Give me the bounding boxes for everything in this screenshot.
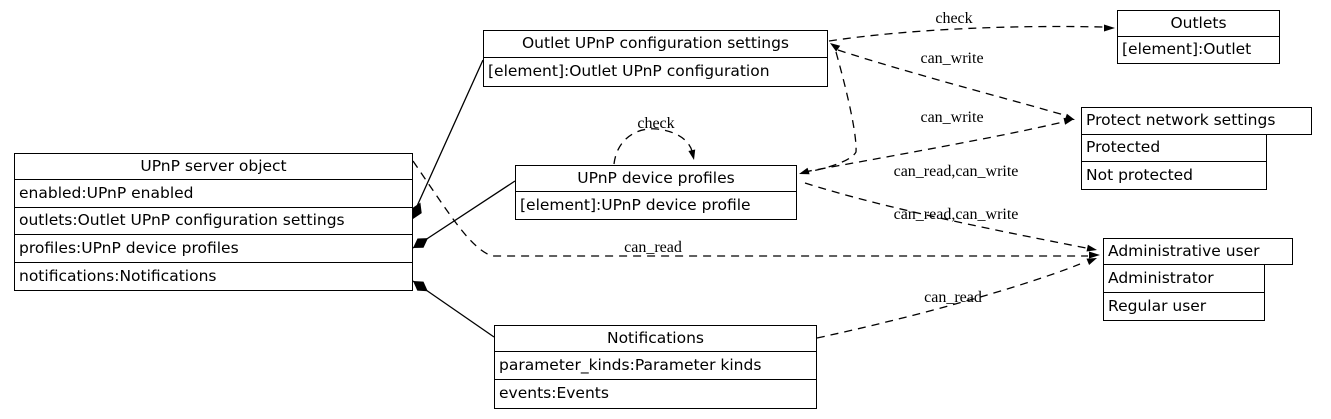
line-server-to-profiles <box>412 180 516 249</box>
arrowhead-into-profiles <box>799 167 810 175</box>
edge-label-can-write-upper: can_write <box>920 50 984 67</box>
edge-check-outlets <box>828 25 1105 42</box>
edge-label-check-outlets: check <box>935 10 973 27</box>
node-title: UPnP device profiles <box>515 165 797 192</box>
arrowhead-self-loop <box>688 149 696 160</box>
node-row: outlets:Outlet UPnP configuration settin… <box>14 206 413 235</box>
arrowhead-into-admin-1 <box>1086 244 1097 252</box>
node-row: events:Events <box>494 379 817 409</box>
node-row: Not protected <box>1081 161 1267 190</box>
node-title: Administrative user <box>1103 238 1293 265</box>
node-row: [element]:Outlet UPnP configuration <box>483 56 828 87</box>
node-row: Administrator <box>1103 263 1265 293</box>
edge-label-can-read-write-lower: can_read,can_write <box>893 206 1019 223</box>
node-title: Protect network settings <box>1081 107 1312 135</box>
node-row: [element]:UPnP device profile <box>515 190 797 220</box>
edge-label-can-write-lower: can_write <box>920 109 984 126</box>
node-title: Outlets <box>1117 10 1280 37</box>
node-title: Outlet UPnP configuration settings <box>483 30 828 58</box>
node-outlets: Outlets [element]:Outlet <box>1117 10 1280 64</box>
edge-label-can-read-write-upper: can_read,can_write <box>893 163 1019 180</box>
edge-label-check-self: check <box>637 115 675 132</box>
node-row: enabled:UPnP enabled <box>14 178 413 208</box>
arrowhead-into-protect-2 <box>1063 117 1074 125</box>
edge-can-read-write-lower <box>804 182 1087 249</box>
edge-label-can-read-server: can_read <box>624 239 682 256</box>
node-administrative-user: Administrative user Administrator Regula… <box>1103 238 1293 321</box>
node-row: [element]:Outlet <box>1117 35 1280 64</box>
node-notifications: Notifications parameter_kinds:Parameter … <box>494 325 817 409</box>
node-outlet-upnp-configuration-settings: Outlet UPnP configuration settings [elem… <box>483 30 828 87</box>
arrowhead-into-admin-2 <box>1089 251 1100 259</box>
node-title: UPnP server object <box>14 153 413 180</box>
arrowhead-into-outlets <box>1104 24 1115 32</box>
node-row: notifications:Notifications <box>14 261 413 291</box>
edge-check-self-loop <box>613 128 693 165</box>
node-protect-network-settings: Protect network settings Protected Not p… <box>1081 107 1312 190</box>
node-row: profiles:UPnP device profiles <box>14 233 413 263</box>
line-server-to-outlet-config <box>412 59 484 216</box>
edge-label-can-read-notifications: can_read <box>924 289 982 306</box>
diamond-notifications-relation <box>413 281 428 292</box>
node-title: Notifications <box>494 325 817 352</box>
diamond-profiles-relation <box>413 238 428 248</box>
node-row: Regular user <box>1103 291 1265 321</box>
edge-can-read-write-upper <box>803 121 1064 173</box>
edge-outlet-profiles-connector <box>806 51 857 173</box>
edge-can-write-upper <box>837 49 1065 116</box>
node-row: parameter_kinds:Parameter kinds <box>494 350 817 381</box>
arrowhead-into-outlet-config <box>830 43 841 52</box>
node-upnp-device-profiles: UPnP device profiles [element]:UPnP devi… <box>515 165 797 220</box>
arrowhead-into-admin-3 <box>1086 258 1097 265</box>
node-row: Protected <box>1081 133 1267 163</box>
diamond-outlets-relation <box>411 202 422 219</box>
node-upnp-server-object: UPnP server object enabled:UPnP enabled … <box>14 153 413 291</box>
